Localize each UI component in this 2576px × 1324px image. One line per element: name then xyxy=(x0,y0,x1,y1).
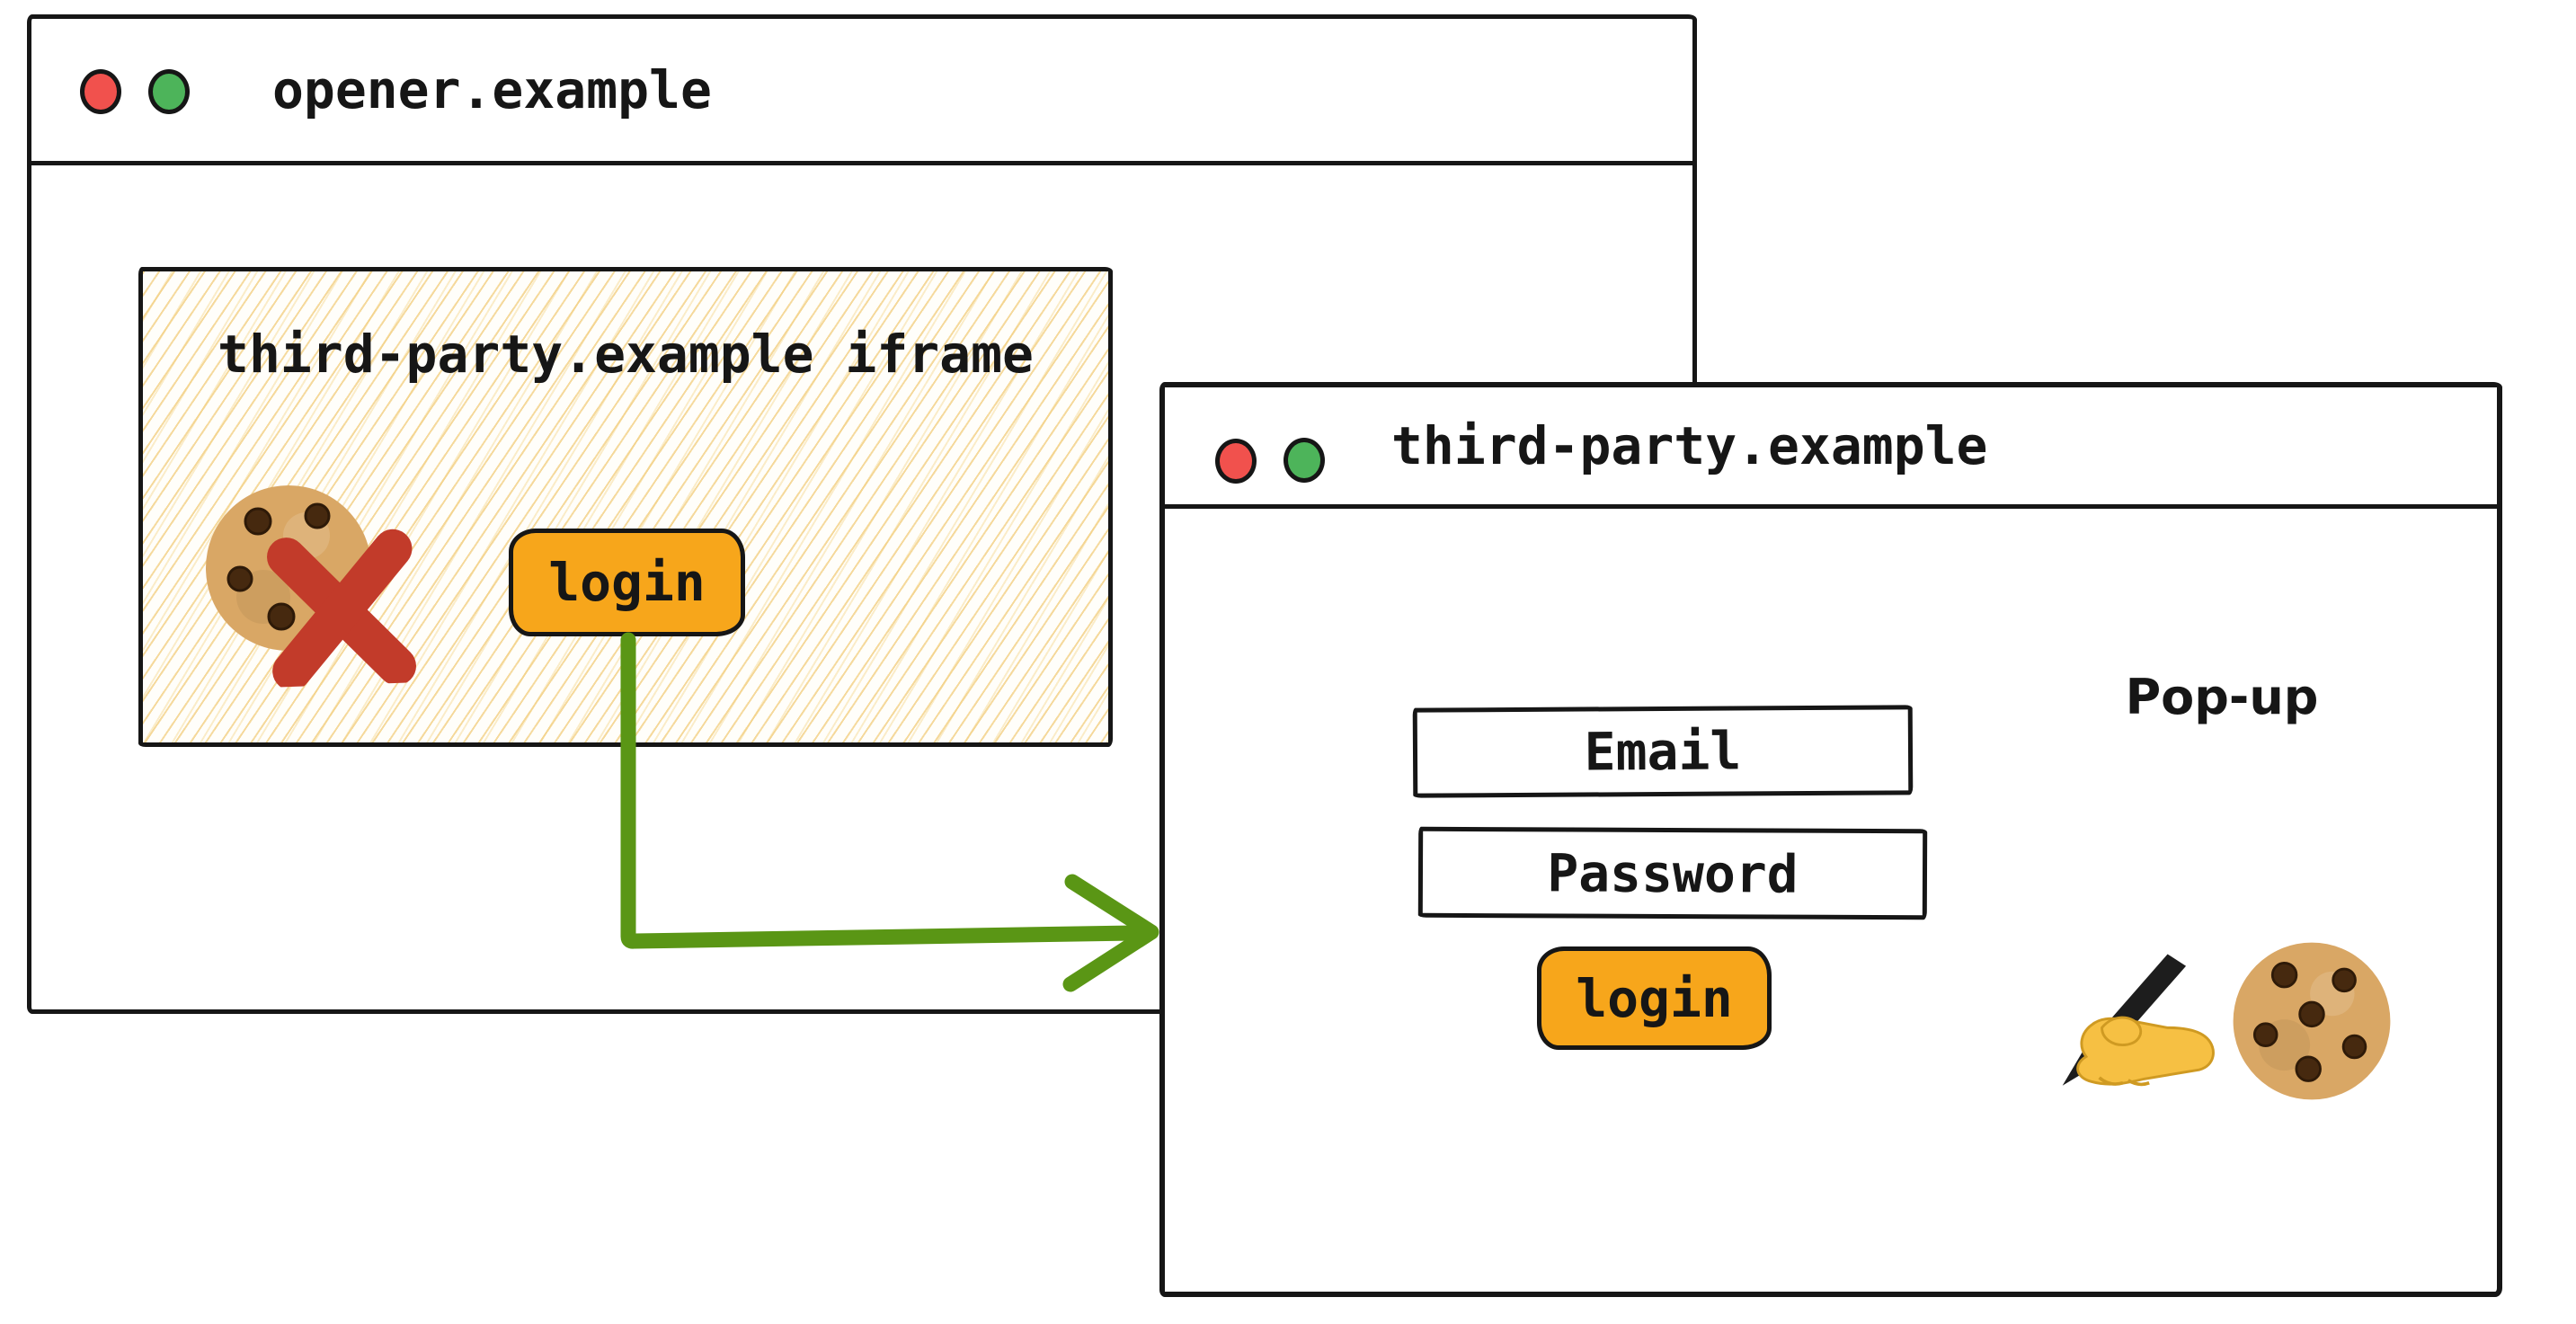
cookie-icon xyxy=(2226,936,2397,1106)
iframe-login-button[interactable]: login xyxy=(509,529,745,636)
minimize-traffic-light-icon[interactable] xyxy=(148,69,190,114)
popup-annotation-label: Pop-up xyxy=(2125,669,2319,725)
popup-titlebar: third-party.example xyxy=(1165,387,2497,509)
third-party-iframe: third-party.example iframe xyxy=(138,267,1113,747)
popup-login-label: login xyxy=(1576,967,1733,1029)
close-traffic-light-icon[interactable] xyxy=(1215,439,1257,484)
red-x-icon xyxy=(261,528,421,691)
close-traffic-light-icon[interactable] xyxy=(80,69,121,114)
popup-window-title: third-party.example xyxy=(1391,415,1988,476)
iframe-login-label: login xyxy=(548,552,706,613)
minimize-traffic-light-icon[interactable] xyxy=(1284,438,1325,483)
popup-body: Pop-up Email Password login xyxy=(1165,509,2497,1292)
opener-titlebar: opener.example xyxy=(31,19,1692,165)
email-input[interactable]: Email xyxy=(1412,705,1914,798)
popup-login-button[interactable]: login xyxy=(1537,946,1772,1050)
password-input[interactable]: Password xyxy=(1417,826,1928,920)
iframe-label: third-party.example iframe xyxy=(218,324,1034,385)
email-input-label: Email xyxy=(1584,720,1742,783)
opener-window-title: opener.example xyxy=(272,59,712,120)
popup-window: third-party.example Pop-up Email Passwor… xyxy=(1159,382,2502,1297)
writing-hand-icon xyxy=(2052,938,2223,1109)
password-input-label: Password xyxy=(1547,841,1799,905)
